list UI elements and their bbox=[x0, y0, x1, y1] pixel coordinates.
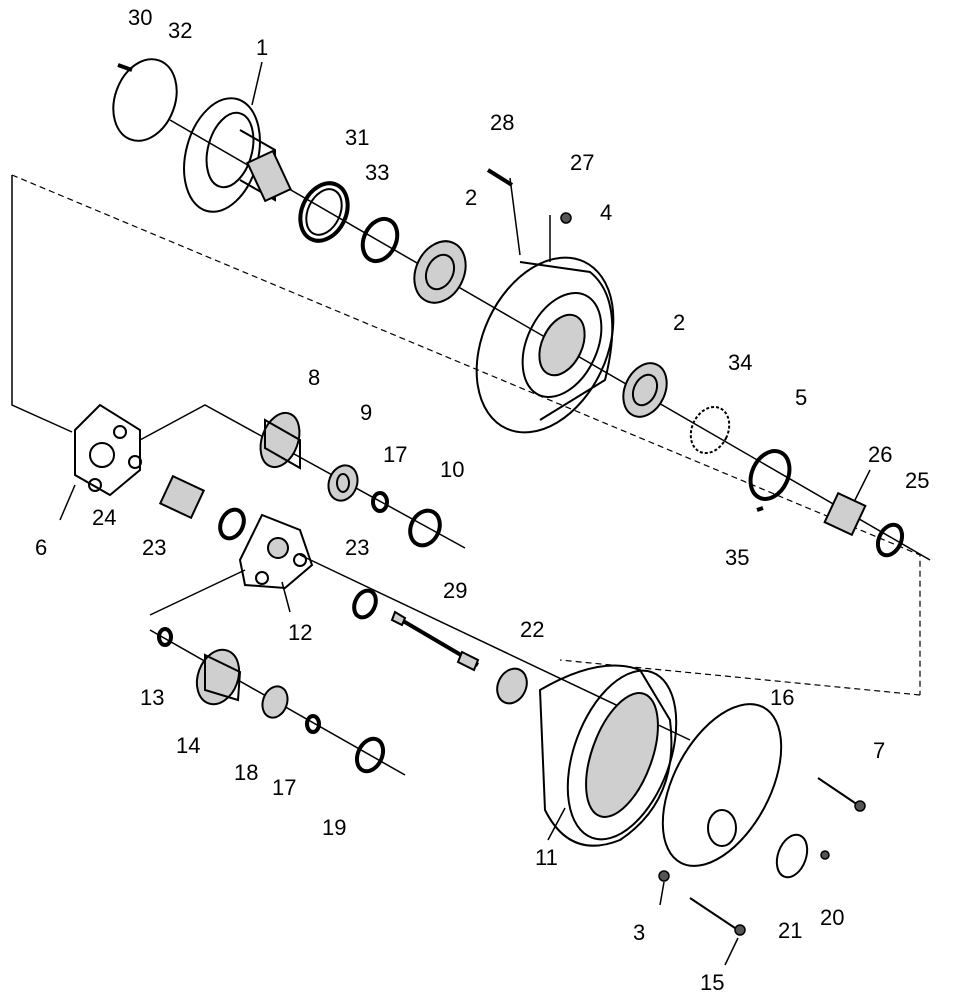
label-21: 21 bbox=[778, 918, 802, 943]
label-2-lower: 2 bbox=[673, 310, 685, 335]
label-15: 15 bbox=[700, 970, 724, 995]
part-24-spline-gear bbox=[158, 474, 206, 520]
part-17-ring-upper bbox=[371, 491, 389, 513]
label-3: 3 bbox=[633, 920, 645, 945]
part-14-gear bbox=[195, 648, 242, 706]
label-23-upper: 23 bbox=[142, 535, 166, 560]
part-25-ring bbox=[875, 522, 905, 558]
part-23-ring-lower bbox=[352, 588, 378, 620]
part-16-end-cover bbox=[661, 703, 783, 867]
part-11-ring-gear bbox=[538, 664, 678, 847]
label-12: 12 bbox=[288, 620, 312, 645]
part-7-bolt bbox=[817, 777, 866, 812]
label-22: 22 bbox=[520, 617, 544, 642]
part-18-bearing bbox=[261, 685, 289, 719]
label-25: 25 bbox=[905, 468, 929, 493]
label-17-upper: 17 bbox=[383, 442, 407, 467]
label-8: 8 bbox=[308, 365, 320, 390]
label-16: 16 bbox=[770, 685, 794, 710]
part-9-bearing bbox=[327, 464, 359, 502]
label-24: 24 bbox=[92, 505, 116, 530]
part-3-plug bbox=[658, 870, 670, 906]
part-2-bearing-upper bbox=[413, 240, 467, 304]
label-20: 20 bbox=[820, 905, 844, 930]
label-4: 4 bbox=[600, 200, 612, 225]
part-23-ring-upper bbox=[218, 507, 246, 541]
part-26-spline-gear bbox=[823, 469, 871, 537]
label-27: 27 bbox=[570, 150, 594, 175]
part-20-screw bbox=[820, 850, 830, 860]
part-32-cover bbox=[112, 58, 178, 142]
label-26: 26 bbox=[868, 442, 892, 467]
bolt-axis-4 bbox=[509, 177, 551, 262]
part-31-seal bbox=[298, 181, 350, 243]
main-axis-middle bbox=[139, 404, 466, 549]
part-17-ring-lower bbox=[305, 714, 321, 734]
label-9: 9 bbox=[360, 400, 372, 425]
label-17-lower: 17 bbox=[272, 775, 296, 800]
part-30-screw bbox=[117, 63, 133, 72]
label-34: 34 bbox=[728, 350, 752, 375]
label-32: 32 bbox=[168, 18, 192, 43]
label-5: 5 bbox=[795, 385, 807, 410]
reference-line-lower bbox=[149, 569, 246, 616]
label-28: 28 bbox=[490, 110, 514, 135]
label-13: 13 bbox=[140, 685, 164, 710]
part-34-ring bbox=[689, 405, 731, 455]
label-6: 6 bbox=[35, 535, 47, 560]
part-6-planet-carrier bbox=[59, 403, 142, 521]
label-2-upper: 2 bbox=[465, 185, 477, 210]
part-12-carrier bbox=[238, 513, 314, 613]
part-5-ring bbox=[748, 449, 792, 501]
part-10-ring bbox=[408, 508, 442, 548]
assembly-lines bbox=[11, 119, 931, 776]
label-19: 19 bbox=[322, 815, 346, 840]
label-11: 11 bbox=[535, 845, 558, 870]
label-18: 18 bbox=[234, 760, 258, 785]
label-29: 29 bbox=[443, 578, 467, 603]
part-22-gear bbox=[496, 667, 528, 705]
part-33-ring bbox=[360, 216, 400, 264]
label-33: 33 bbox=[365, 160, 389, 185]
part-labels: 30 32 1 31 28 27 33 2 4 2 34 5 8 9 17 10… bbox=[35, 5, 929, 995]
part-21-cover bbox=[775, 833, 809, 879]
part-4-housing bbox=[475, 256, 615, 434]
label-30: 30 bbox=[128, 5, 152, 30]
part-19-ring bbox=[354, 736, 386, 774]
part-28-bolt bbox=[486, 168, 514, 187]
part-1-flange-shaft bbox=[183, 61, 292, 213]
label-14: 14 bbox=[176, 733, 200, 758]
label-10: 10 bbox=[440, 457, 464, 482]
part-2-bearing-lower bbox=[622, 362, 668, 418]
label-23-lower: 23 bbox=[345, 535, 369, 560]
label-35: 35 bbox=[725, 545, 749, 570]
part-13-ring bbox=[157, 627, 173, 647]
part-35-pin bbox=[756, 506, 764, 512]
part-27-plug bbox=[560, 212, 572, 224]
label-31: 31 bbox=[345, 125, 369, 150]
label-7: 7 bbox=[873, 738, 885, 763]
label-1: 1 bbox=[256, 35, 268, 60]
part-29-shaft bbox=[390, 610, 480, 672]
reference-line-left bbox=[11, 175, 73, 433]
part-8-gear bbox=[259, 411, 301, 470]
part-15-bolt bbox=[689, 897, 746, 966]
